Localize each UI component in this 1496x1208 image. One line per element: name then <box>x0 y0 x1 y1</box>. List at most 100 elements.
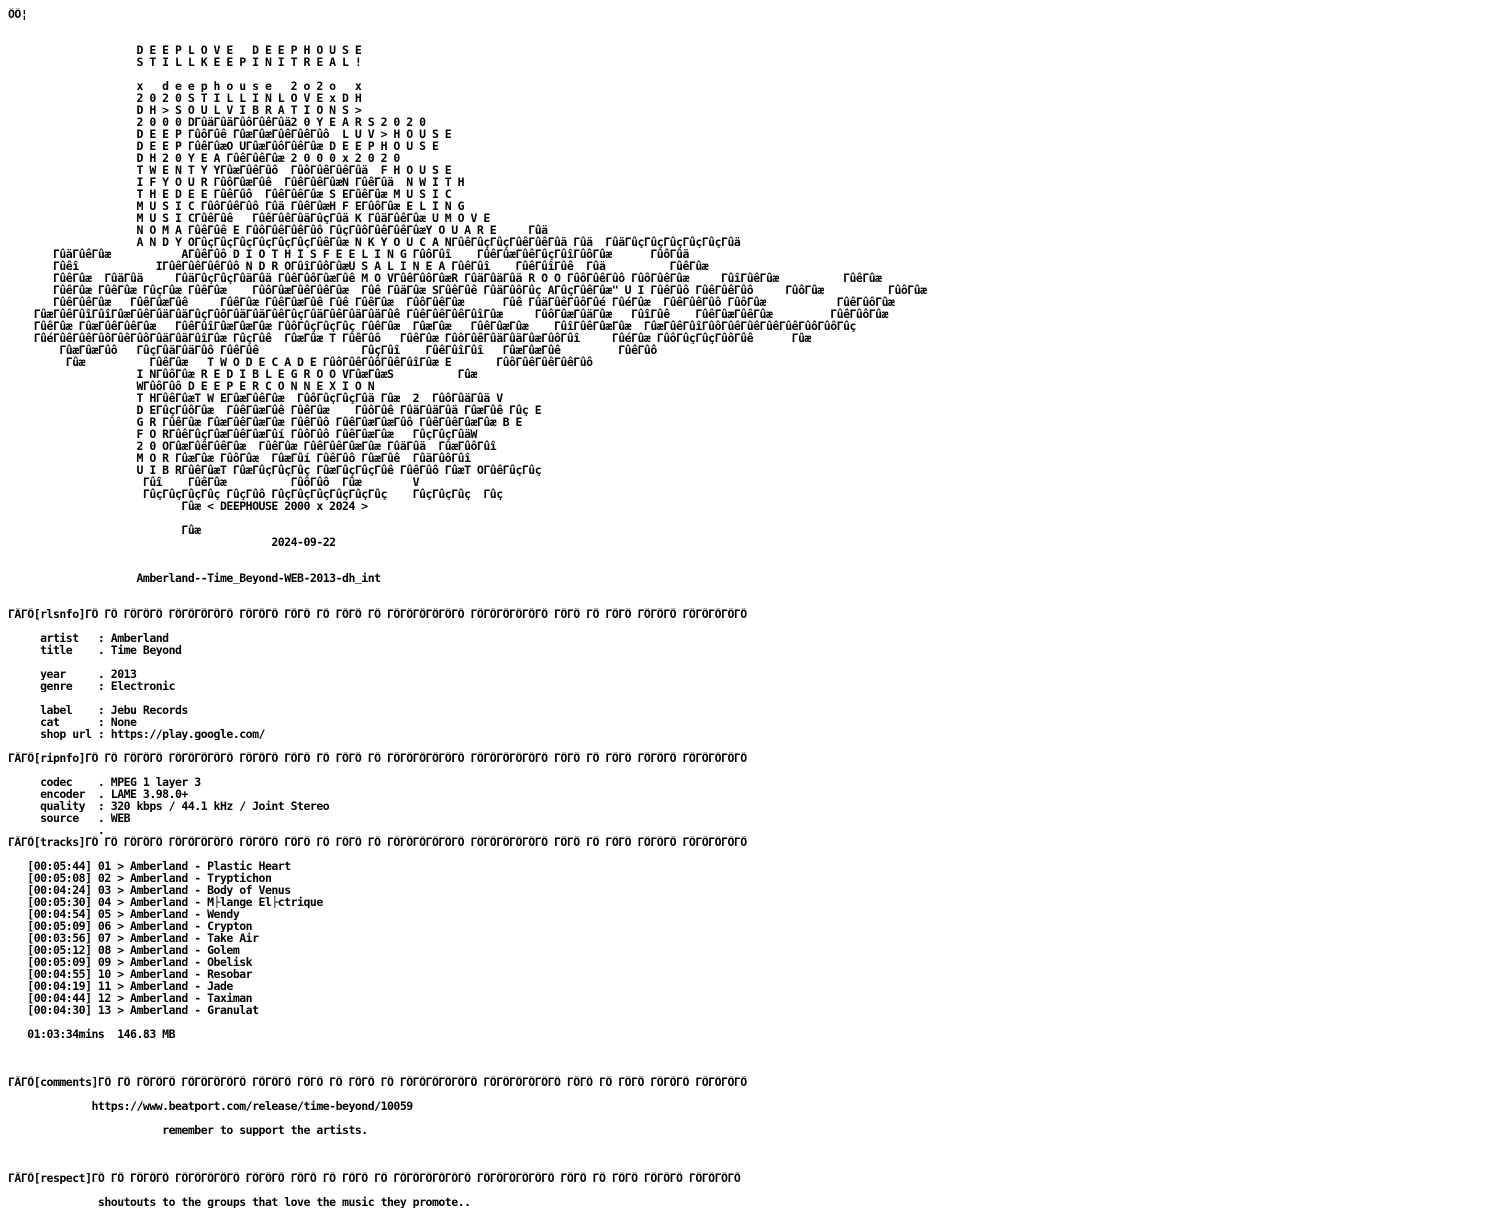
nfo-line: D E E P ΓûôΓûê ΓûæΓûæΓûêΓûêΓûô L U V > H… <box>8 128 452 140</box>
nfo-line <box>8 32 927 44</box>
nfo-line: A N D Y OΓûçΓûçΓûçΓûçΓûçΓûçΓûêΓûæ N K Y … <box>8 236 741 248</box>
nfo-line: WΓûôΓûô D E E P E R C O N N E X I O N <box>8 380 375 392</box>
nfo-line <box>8 1160 927 1172</box>
nfo-line: D E E P ΓûêΓûæO UΓûæΓûôΓûêΓûæ D E E P H … <box>8 140 439 152</box>
nfo-line <box>8 1184 927 1196</box>
nfo-line <box>8 20 927 32</box>
nfo-line: [00:04:54] 05 > Amberland - Wendy <box>8 908 240 920</box>
nfo-line: Γûæ < DEEPHOUSE 2000 x 2024 > <box>8 500 368 512</box>
nfo-line <box>8 848 927 860</box>
nfo-line: artist : Amberland <box>8 632 169 644</box>
nfo-line: U I B RΓûêΓûæT ΓûæΓûçΓûçΓûç ΓûæΓûçΓûçΓûê… <box>8 464 542 476</box>
nfo-line: M O R ΓûæΓûæ ΓûôΓûæ ΓûæΓûí ΓûêΓûô ΓûæΓûê… <box>8 452 471 464</box>
nfo-line <box>8 1112 927 1124</box>
nfo-line: [00:05:44] 01 > Amberland - Plastic Hear… <box>8 860 291 872</box>
nfo-line: M U S I CΓûêΓûê ΓûêΓûêΓûäΓûçΓûä K ΓûäΓûê… <box>8 212 490 224</box>
nfo-line: F O RΓûêΓûçΓûæΓûêΓûæΓûí ΓûôΓûô ΓûêΓûæΓûæ… <box>8 428 477 440</box>
nfo-line: ΓÄΓÖ[rlsnfo]ΓÖ ΓÖ ΓÖΓÖΓÖ ΓÖΓÖΓÖΓÖΓÖ ΓÖΓÖ… <box>8 608 747 620</box>
nfo-line: Amberland--Time_Beyond-WEB-2013-dh_int <box>8 572 381 584</box>
nfo-line <box>8 692 927 704</box>
nfo-line: ΓûæΓûæΓûô ΓûçΓûäΓûäΓûô ΓûêΓûê ΓûçΓûî Γûê… <box>8 344 657 356</box>
nfo-line: N O M A ΓûêΓûê E ΓûôΓûêΓûêΓûô ΓûçΓûôΓûêΓ… <box>8 224 548 236</box>
nfo-line <box>8 1064 927 1076</box>
nfo-line: year . 2013 <box>8 668 137 680</box>
nfo-line: M U S I C ΓûôΓûêΓûô Γûä ΓûêΓûæH F EΓûôΓû… <box>8 200 465 212</box>
nfo-line: ΓûêΓûæ ΓûäΓûä ΓûäΓûçΓûçΓûäΓûä ΓûêΓûôΓûæΓ… <box>8 272 882 284</box>
nfo-line: [00:03:56] 07 > Amberland - Take Air <box>8 932 259 944</box>
nfo-line: 01:03:34mins 146.83 MB <box>8 1028 176 1040</box>
nfo-line: T HΓûêΓûæT W EΓûæΓûêΓûæ ΓûôΓûçΓûçΓûä Γûæ… <box>8 392 503 404</box>
nfo-line: remember to support the artists. <box>8 1124 368 1136</box>
nfo-line: Γûæ ΓûêΓûæ T W O D E C A D E ΓûôΓûêΓûôΓû… <box>8 356 593 368</box>
nfo-document: ÔÕ¦ D E E P L O V E D E E P H O U S E S … <box>8 8 927 1208</box>
nfo-line: shoutouts to the groups that love the mu… <box>8 1196 471 1208</box>
nfo-line: D H > S O U L V I B R A T I O N S > <box>8 104 362 116</box>
nfo-line: Γûî ΓûêΓûæ ΓûôΓûô Γûæ V <box>8 476 420 488</box>
nfo-line: ΓÄΓÖ[comments]ΓÖ ΓÖ ΓÖΓÖΓÖ ΓÖΓÖΓÖΓÖΓÖ ΓÖ… <box>8 1076 747 1088</box>
nfo-line: D EΓûçΓûôΓûæ ΓûêΓûæΓûê ΓûêΓûæ ΓûôΓûê Γûä… <box>8 404 542 416</box>
nfo-line <box>8 68 927 80</box>
nfo-line: D E E P L O V E D E E P H O U S E <box>8 44 362 56</box>
nfo-line <box>8 1052 927 1064</box>
nfo-line <box>8 1136 927 1148</box>
nfo-line: I NΓûôΓûæ R E D I B L E G R O O VΓûæΓûæS… <box>8 368 477 380</box>
nfo-line: [00:05:12] 08 > Amberland - Golem <box>8 944 240 956</box>
nfo-line <box>8 620 927 632</box>
nfo-line: encoder . LAME 3.98.0+ <box>8 788 188 800</box>
nfo-line: S T I L L K E E P I N I T R E A L ! <box>8 56 362 68</box>
nfo-line: . <box>8 824 105 836</box>
nfo-line: ΓÄΓÖ[tracks]ΓÖ ΓÖ ΓÖΓÖΓÖ ΓÖΓÖΓÖΓÖΓÖ ΓÖΓÖ… <box>8 836 747 848</box>
nfo-line: I F Y O U R ΓûôΓûæΓûê ΓûêΓûêΓûæN ΓûêΓûä … <box>8 176 465 188</box>
nfo-line: source . WEB <box>8 812 131 824</box>
nfo-line: [00:04:24] 03 > Amberland - Body of Venu… <box>8 884 291 896</box>
nfo-line: [00:05:08] 02 > Amberland - Tryptichon <box>8 872 272 884</box>
nfo-line: ΓûæΓûêΓûîΓûîΓûæΓûêΓûäΓûäΓûçΓûôΓûäΓûäΓûêΓ… <box>8 308 889 320</box>
nfo-line <box>8 1040 927 1052</box>
nfo-line <box>8 596 927 608</box>
nfo-line: ΓÄΓÖ[respect]ΓÖ ΓÖ ΓÖΓÖΓÖ ΓÖΓÖΓÖΓÖΓÖ ΓÖΓ… <box>8 1172 741 1184</box>
nfo-line: ΓûêΓûêΓûæ ΓûêΓûæΓûê ΓûêΓûæ ΓûêΓûæΓûê Γûê… <box>8 296 895 308</box>
nfo-line: Γûæ <box>8 524 201 536</box>
nfo-line: [00:05:30] 04 > Amberland - M├lange El├c… <box>8 896 323 908</box>
nfo-line: ÔÕ¦ <box>8 8 28 20</box>
nfo-line <box>8 656 927 668</box>
nfo-line: ΓûçΓûçΓûçΓûç ΓûçΓûô ΓûçΓûçΓûçΓûçΓûçΓûç Γ… <box>8 488 503 500</box>
nfo-line: shop url : https://play.google.com/ <box>8 728 265 740</box>
nfo-line: genre : Electronic <box>8 680 176 692</box>
nfo-line <box>8 1016 927 1028</box>
nfo-line: [00:04:44] 12 > Amberland - Taximan <box>8 992 253 1004</box>
nfo-line: [00:04:19] 11 > Amberland - Jade <box>8 980 233 992</box>
nfo-line: [00:05:09] 09 > Amberland - Obelisk <box>8 956 253 968</box>
nfo-line: D H 2 0 Y E A ΓûêΓûêΓûæ 2 0 0 0 x 2 0 2 … <box>8 152 400 164</box>
nfo-line <box>8 560 927 572</box>
nfo-line: label : Jebu Records <box>8 704 188 716</box>
nfo-line: ΓûêΓûæ ΓûêΓûæ ΓûçΓûæ ΓûêΓûæ ΓûôΓûæΓûêΓûê… <box>8 284 927 296</box>
nfo-line: [00:04:30] 13 > Amberland - Granulat <box>8 1004 259 1016</box>
nfo-line: ΓûäΓûêΓûæ AΓûêΓûô D I O T H I S F E E L … <box>8 248 689 260</box>
nfo-line: 2 0 0 0 DΓûäΓûäΓûôΓûêΓûä2 0 Y E A R S 2 … <box>8 116 426 128</box>
nfo-line: T H E D E E ΓûêΓûô ΓûêΓûêΓûæ S EΓûêΓûæ M… <box>8 188 452 200</box>
nfo-line <box>8 1088 927 1100</box>
nfo-line: cat : None <box>8 716 137 728</box>
nfo-line: title . Time Beyond <box>8 644 182 656</box>
nfo-line: 2024-09-22 <box>8 536 336 548</box>
nfo-line <box>8 512 927 524</box>
nfo-line <box>8 764 927 776</box>
nfo-line: ΓûêΓûæ ΓûæΓûêΓûêΓûæ ΓûêΓûîΓûæΓûæΓûæ ΓûôΓ… <box>8 320 857 332</box>
nfo-line: Γûêî IΓûêΓûêΓûêΓûô N D R OΓûîΓûôΓûæU S A… <box>8 260 709 272</box>
nfo-line: ΓÄΓÖ[ripnfo]ΓÖ ΓÖ ΓÖΓÖΓÖ ΓÖΓÖΓÖΓÖΓÖ ΓÖΓÖ… <box>8 752 747 764</box>
nfo-line: codec . MPEG 1 layer 3 <box>8 776 201 788</box>
nfo-line: 2 0 2 0 S T I L L I N L O V E x D H <box>8 92 362 104</box>
nfo-line: 2 0 OΓûæΓûêΓûêΓûæ ΓûêΓûæ ΓûêΓûêΓûæΓûæ Γû… <box>8 440 497 452</box>
nfo-line <box>8 1148 927 1160</box>
nfo-line <box>8 584 927 596</box>
nfo-line: x d e e p h o u s e 2 o 2 o x <box>8 80 362 92</box>
nfo-line: https://www.beatport.com/release/time-be… <box>8 1100 414 1112</box>
nfo-line: [00:05:09] 06 > Amberland - Crypton <box>8 920 253 932</box>
nfo-line: quality : 320 kbps / 44.1 kHz / Joint St… <box>8 800 330 812</box>
nfo-line <box>8 548 927 560</box>
nfo-line: G R ΓûêΓûæ ΓûæΓûêΓûæΓûæ ΓûêΓûô ΓûêΓûæΓûæ… <box>8 416 522 428</box>
nfo-line: [00:04:55] 10 > Amberland - Resobar <box>8 968 253 980</box>
nfo-line <box>8 740 927 752</box>
nfo-line: ΓûéΓûêΓûêΓûôΓûêΓûôΓûäΓûäΓûîΓûæ ΓûçΓûê Γû… <box>8 332 812 344</box>
